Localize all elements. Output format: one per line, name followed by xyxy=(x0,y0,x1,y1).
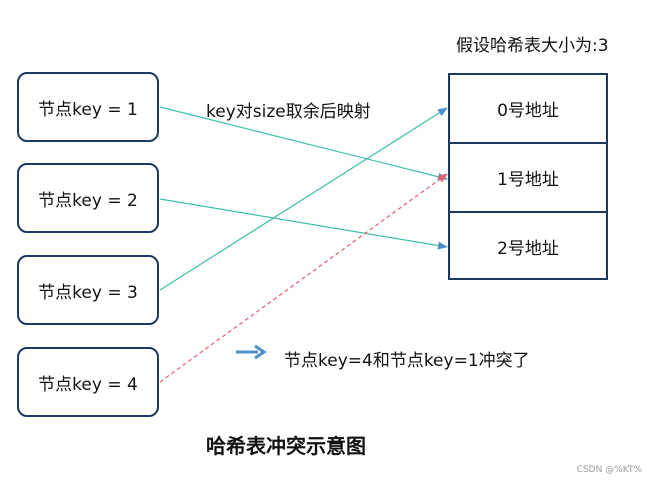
table-size-label: 假设哈希表大小为:3 xyxy=(456,36,609,56)
node-label: 节点key = 4 xyxy=(38,374,138,395)
node-key-2: 节点key = 2 xyxy=(17,163,159,233)
legend-arrow-icon xyxy=(236,344,267,360)
node-label: 节点key = 1 xyxy=(38,99,138,120)
hash-table: 0号地址 1号地址 2号地址 xyxy=(448,73,608,280)
arrow-key3-to-slot0 xyxy=(159,107,448,291)
diagram-title: 哈希表冲突示意图 xyxy=(206,434,366,458)
mapping-label: key对size取余后映射 xyxy=(206,102,371,122)
slot-0: 0号地址 xyxy=(450,75,606,144)
watermark: CSDN @%KT% xyxy=(576,465,642,475)
node-label: 节点key = 2 xyxy=(38,190,138,211)
node-key-3: 节点key = 3 xyxy=(17,255,159,325)
slot-label: 1号地址 xyxy=(497,170,559,190)
slot-label: 0号地址 xyxy=(497,101,559,121)
arrow-key4-to-slot1-conflict xyxy=(159,173,448,383)
conflict-label: 节点key=4和节点key=1冲突了 xyxy=(284,351,530,371)
node-label: 节点key = 3 xyxy=(38,282,138,303)
slot-1: 1号地址 xyxy=(450,144,606,213)
slot-2: 2号地址 xyxy=(450,213,606,280)
arrow-key1-to-slot1 xyxy=(159,106,448,181)
arrow-key2-to-slot2 xyxy=(159,198,448,250)
node-key-1: 节点key = 1 xyxy=(17,72,159,142)
node-key-4: 节点key = 4 xyxy=(17,347,159,417)
slot-label: 2号地址 xyxy=(497,239,559,259)
